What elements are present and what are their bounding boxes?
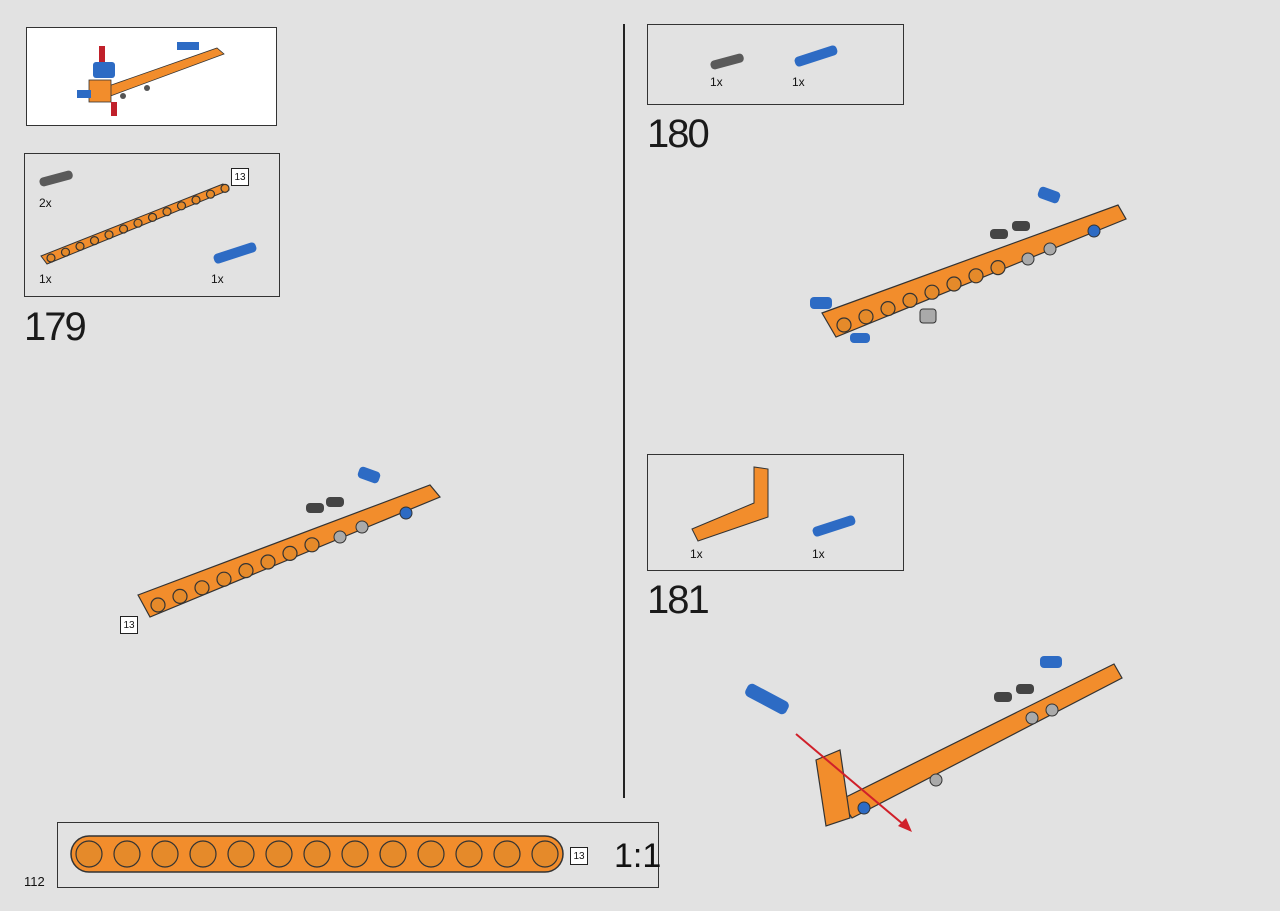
part-qty: 1x [710,75,723,89]
beam-hole [133,218,143,228]
page-number: 112 [24,874,45,889]
beam-hole [151,840,179,868]
beam-hole [176,201,187,211]
beam-hole [379,840,407,868]
parts-list-step-180: 1x 1x [647,24,904,105]
beam-length-label: 13 [120,616,138,634]
orange-angle-beam-icon [691,466,769,542]
beam-hole [260,554,276,570]
beam-hole [493,840,521,868]
part-qty: 1x [792,75,805,89]
beam-hole [304,537,320,553]
blue-axle-pin-icon [794,45,838,67]
beam-hole [150,597,166,613]
beam-hole [46,253,56,263]
beam-hole [880,300,896,317]
beam-hole [205,189,216,199]
beam-hole [194,580,210,596]
beam-13-scale-icon [70,835,564,873]
part-qty: 1x [690,547,703,561]
scale-label: 1:1 [614,837,662,875]
beam-hole [341,840,369,868]
beam-hole [946,276,962,292]
part-qty: 2x [39,196,52,210]
blue-axle-pin-icon [812,515,856,537]
beam-hole [902,292,918,309]
beam-hole [924,284,940,300]
beam-hole [968,268,984,284]
beam-hole [75,840,103,868]
step-179-illustration [137,466,441,618]
beam-hole [216,571,232,587]
beam-hole [162,206,172,217]
step-number: 179 [24,305,87,349]
beam-length-label: 13 [570,847,588,865]
beam-hole [220,183,230,193]
beam-hole [75,241,85,252]
gray-axle-pin-icon [39,170,73,187]
parts-list-step-181: 1x 1x [647,454,904,571]
beam-hole [189,840,217,868]
beam-hole [836,317,852,333]
beam-hole [89,235,100,246]
beam-length-label: 13 [231,168,249,186]
step-number: 181 [647,578,710,622]
parts-list-step-179: 2x 13 1x 1x [24,153,280,297]
orange-beam-13-icon [40,183,230,265]
beam-hole [172,588,188,604]
beam-hole [303,840,331,868]
submodel-preview [26,27,277,126]
beam-hole [531,840,559,868]
step-180-illustration [810,186,1127,343]
part-qty: 1x [812,547,825,561]
step-number: 180 [647,112,710,156]
part-qty: 1x [39,272,52,286]
beam-hole [265,840,293,868]
blue-axle-pin-icon [213,242,257,264]
gray-axle-pin-icon [710,53,744,70]
beam-hole [113,840,141,868]
beam-hole [227,840,255,868]
beam-hole [455,840,483,868]
beam-hole [104,230,114,240]
scale-ruler-box: 13 1:1 [57,822,662,888]
beam-hole [147,212,158,223]
beam-hole [60,247,71,257]
step-181-illustration [745,656,1123,832]
beam-hole [858,309,874,325]
beam-hole [990,259,1006,276]
part-qty: 1x [211,272,224,286]
page-divider [623,24,625,798]
beam-hole [191,195,201,205]
beam-hole [118,224,129,234]
submodel-preview-icon [77,42,225,116]
beam-hole [417,840,445,868]
beam-hole [238,562,254,579]
beam-hole [282,545,298,562]
